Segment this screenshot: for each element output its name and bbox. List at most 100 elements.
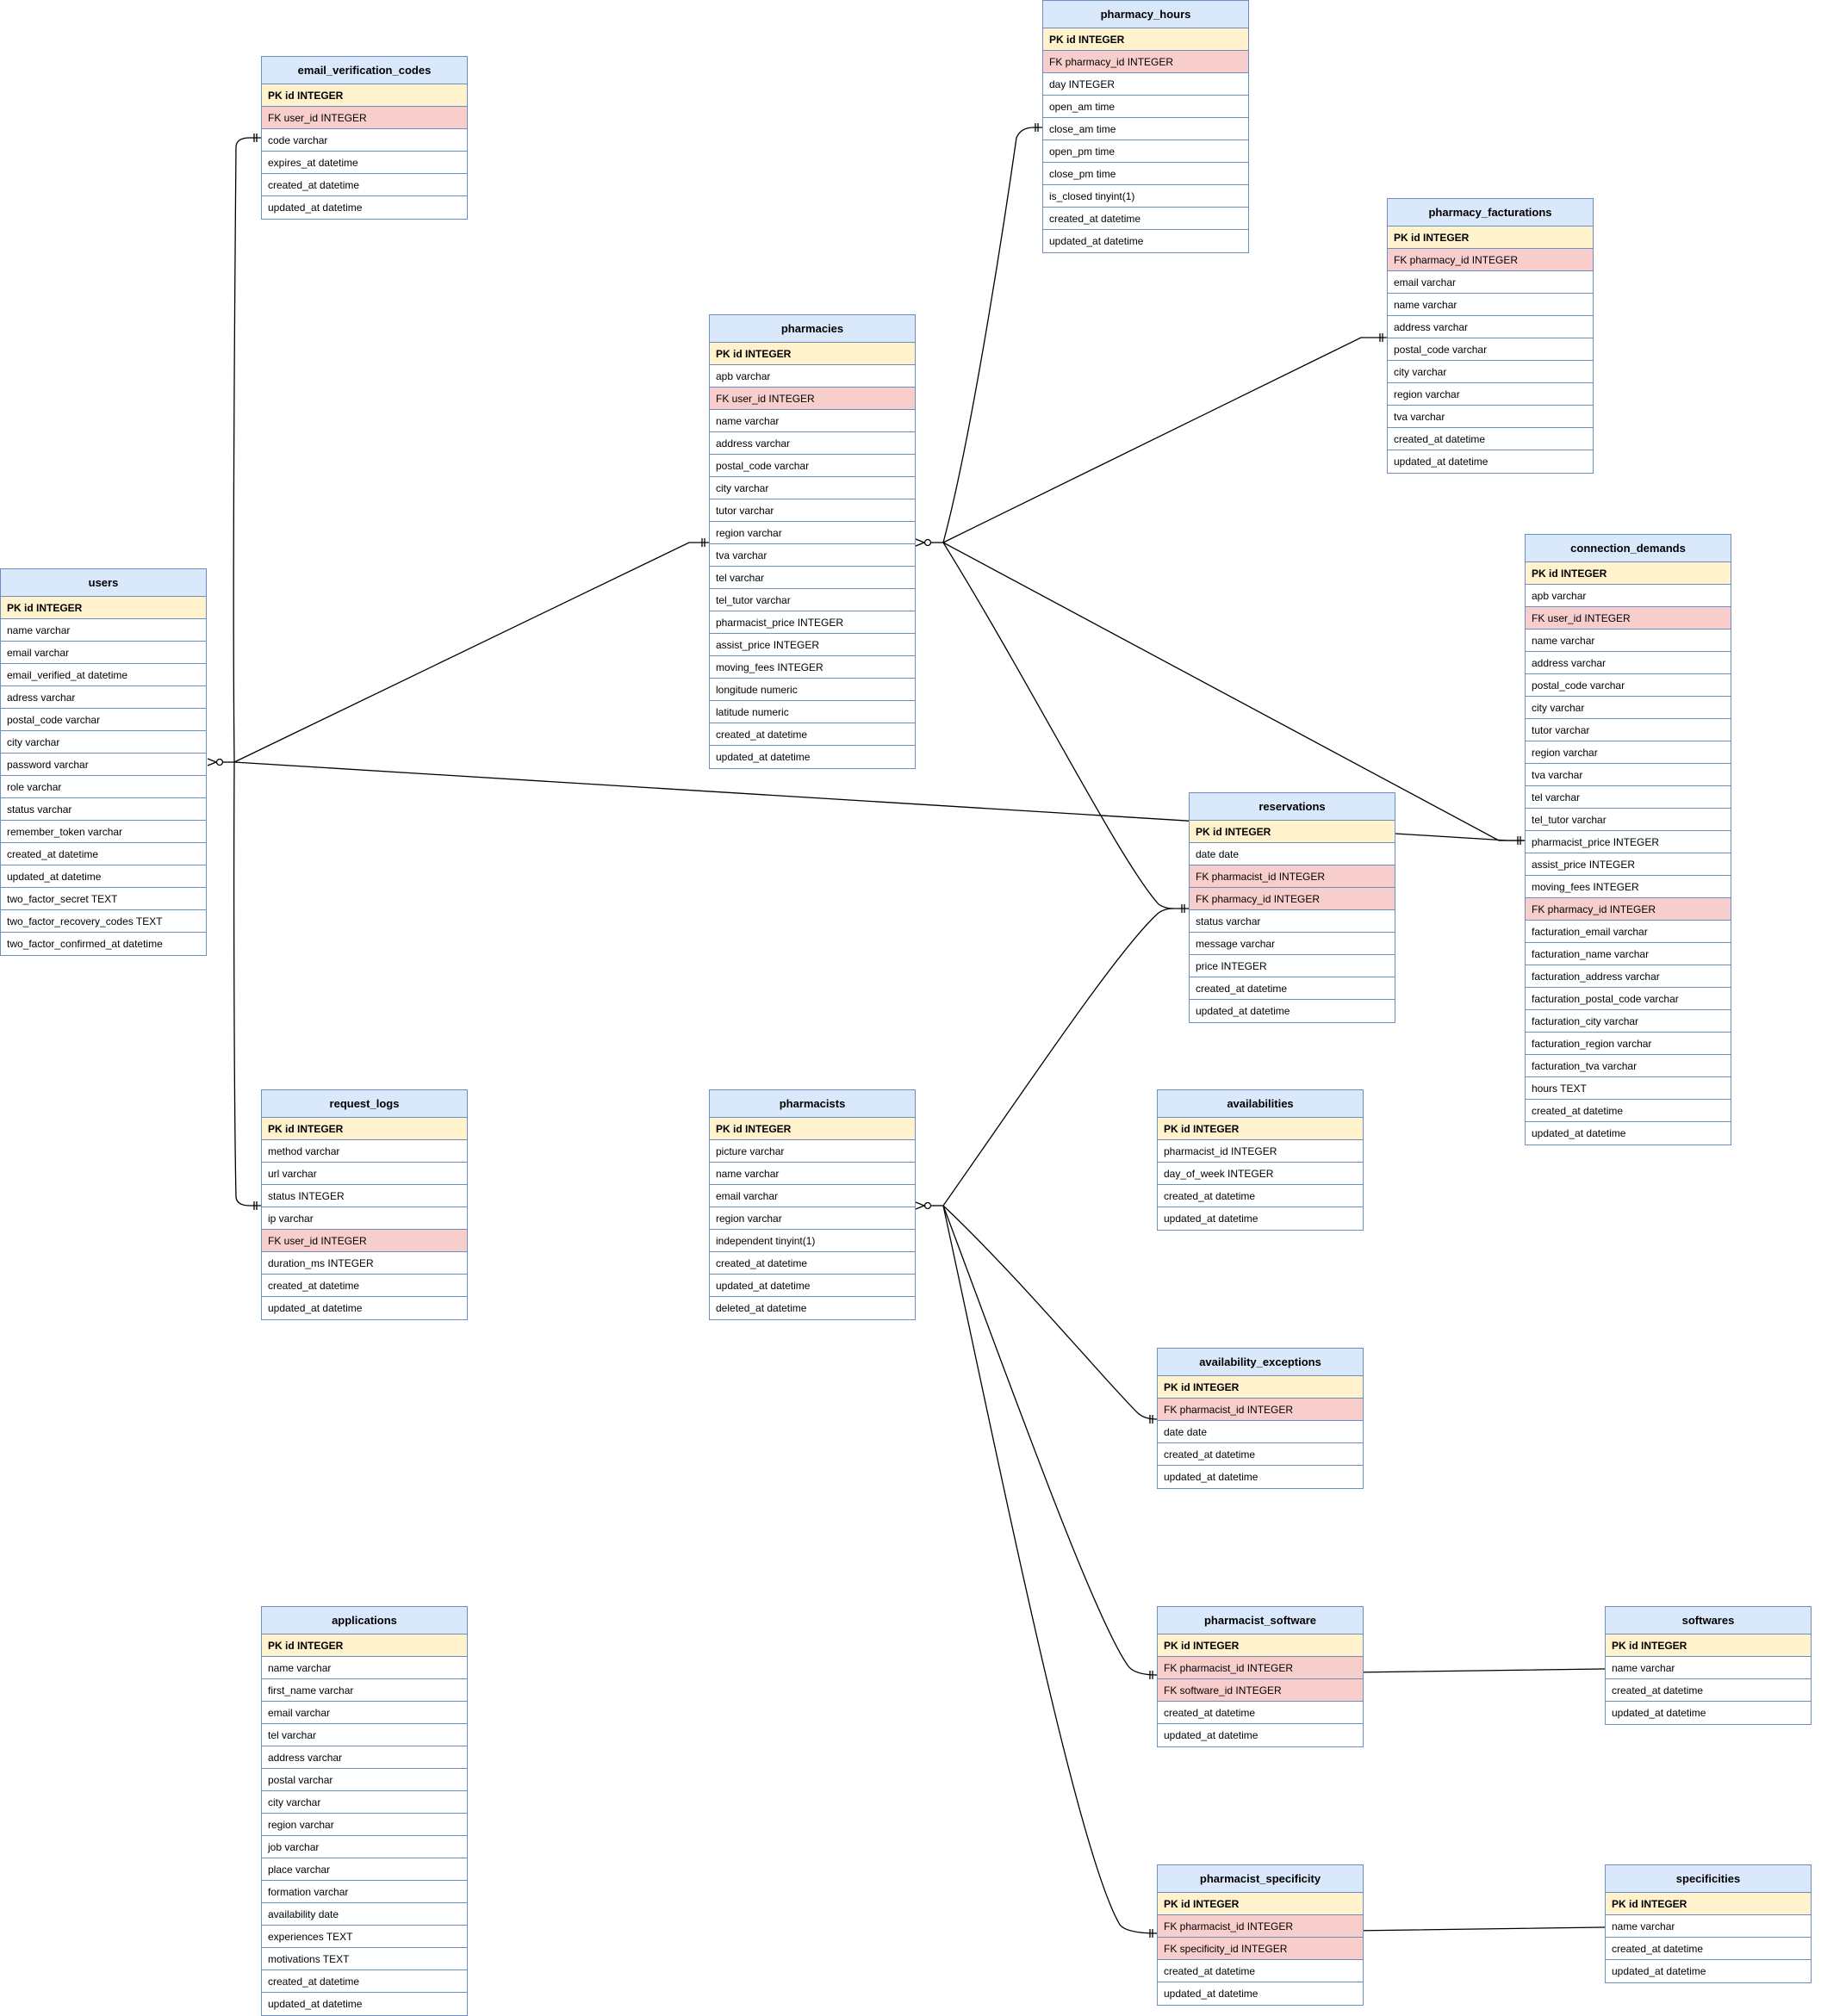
column-row: apb varchar (1526, 585, 1731, 607)
column-row: updated_at datetime (1158, 1724, 1363, 1746)
primary-key-row: PK id INTEGER (710, 343, 915, 365)
column-row: created_at datetime (262, 1970, 467, 1993)
column-row: tutor varchar (1526, 719, 1731, 741)
column-row: email_verified_at datetime (1, 664, 206, 686)
column-row: created_at datetime (1, 843, 206, 865)
primary-key-row: PK id INTEGER (1158, 1893, 1363, 1915)
column-row: created_at datetime (1043, 208, 1248, 230)
column-row: adress varchar (1, 686, 206, 709)
column-row: moving_fees INTEGER (1526, 876, 1731, 898)
column-row: pharmacist_id INTEGER (1158, 1140, 1363, 1163)
column-row: picture varchar (710, 1140, 915, 1163)
column-row: assist_price INTEGER (1526, 853, 1731, 876)
column-row: first_name varchar (262, 1679, 467, 1702)
column-row: created_at datetime (1158, 1960, 1363, 1982)
column-row: open_pm time (1043, 140, 1248, 163)
column-row: facturation_city varchar (1526, 1010, 1731, 1033)
primary-key-row: PK id INTEGER (1190, 821, 1395, 843)
column-row: created_at datetime (1158, 1185, 1363, 1207)
column-row: tva varchar (1388, 406, 1593, 428)
column-row: status varchar (1, 798, 206, 821)
column-row: availability date (262, 1903, 467, 1926)
column-row: close_am time (1043, 118, 1248, 140)
column-row: expires_at datetime (262, 152, 467, 174)
crowfoot-marker (915, 542, 925, 547)
table-title: specificities (1606, 1865, 1811, 1893)
table-title: availabilities (1158, 1090, 1363, 1118)
column-row: name varchar (1388, 294, 1593, 316)
zero-circle-marker (923, 1201, 932, 1210)
column-row: updated_at datetime (1158, 1466, 1363, 1488)
foreign-key-row: FK pharmacy_id INTEGER (1388, 249, 1593, 271)
table-title: pharmacist_specificity (1158, 1865, 1363, 1893)
column-row: updated_at datetime (262, 1297, 467, 1319)
relationship-line (942, 1205, 1158, 1934)
column-row: close_pm time (1043, 163, 1248, 185)
column-row: updated_at datetime (1, 865, 206, 888)
column-row: updated_at datetime (710, 1275, 915, 1297)
column-row: facturation_region varchar (1526, 1033, 1731, 1055)
column-row: email varchar (710, 1185, 915, 1207)
column-row: experiences TEXT (262, 1926, 467, 1948)
foreign-key-row: FK pharmacy_id INTEGER (1526, 898, 1731, 921)
table-title: pharmacists (710, 1090, 915, 1118)
column-row: day INTEGER (1043, 73, 1248, 96)
column-row: address varchar (1388, 316, 1593, 338)
column-row: created_at datetime (1606, 1679, 1811, 1702)
column-row: region varchar (1388, 383, 1593, 406)
relationship-line (233, 761, 261, 1206)
column-row: created_at datetime (1158, 1702, 1363, 1724)
column-row: email varchar (1, 642, 206, 664)
column-row: region varchar (710, 1207, 915, 1230)
foreign-key-row: FK pharmacist_id INTEGER (1158, 1399, 1363, 1421)
column-row: address varchar (262, 1746, 467, 1769)
column-row: tva varchar (710, 544, 915, 567)
column-row: postal_code varchar (1388, 338, 1593, 361)
column-row: independent tinyint(1) (710, 1230, 915, 1252)
primary-key-row: PK id INTEGER (262, 1118, 467, 1140)
table-title: pharmacy_hours (1043, 1, 1248, 28)
column-row: region varchar (1526, 741, 1731, 764)
column-row: city varchar (1, 731, 206, 754)
column-row: facturation_postal_code varchar (1526, 988, 1731, 1010)
foreign-key-row: FK user_id INTEGER (710, 388, 915, 410)
column-row: name varchar (1606, 1915, 1811, 1938)
column-row: address varchar (710, 432, 915, 455)
table-title: connection_demands (1526, 535, 1731, 562)
column-row: day_of_week INTEGER (1158, 1163, 1363, 1185)
foreign-key-row: FK pharmacy_id INTEGER (1190, 888, 1395, 910)
column-row: code varchar (262, 129, 467, 152)
column-row: name varchar (710, 410, 915, 432)
primary-key-row: PK id INTEGER (710, 1118, 915, 1140)
foreign-key-row: FK pharmacy_id INTEGER (1043, 51, 1248, 73)
column-row: name varchar (1606, 1657, 1811, 1679)
column-row: message varchar (1190, 933, 1395, 955)
column-row: region varchar (262, 1814, 467, 1836)
relationship-line (942, 337, 1387, 543)
column-row: name varchar (1, 619, 206, 642)
primary-key-row: PK id INTEGER (1388, 226, 1593, 249)
crowfoot-marker (915, 538, 925, 543)
column-row: tel_tutor varchar (1526, 809, 1731, 831)
relationship-line (942, 127, 1042, 543)
column-row: role varchar (1, 776, 206, 798)
relationship-line (233, 542, 709, 763)
column-row: created_at datetime (710, 723, 915, 746)
foreign-key-row: FK pharmacist_id INTEGER (1190, 865, 1395, 888)
